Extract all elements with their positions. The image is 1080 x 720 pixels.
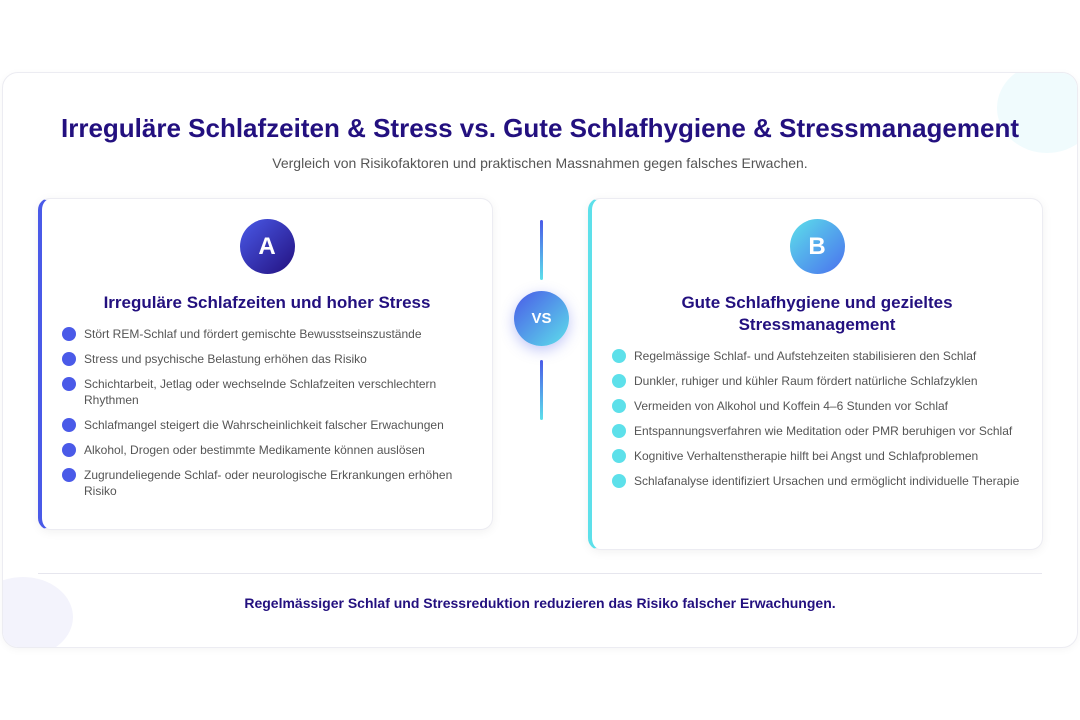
item-text: Stört REM-Schlaf und fördert gemischte B… [84,327,422,341]
bullet-icon [612,399,626,413]
list-item: Schlafmangel steigert die Wahrscheinlich… [62,417,472,433]
bullet-icon [62,352,76,366]
item-text: Alkohol, Drogen oder bestimmte Medikamen… [84,443,425,457]
item-text: Entspannungsverfahren wie Meditation ode… [634,424,1013,438]
list-item: Alkohol, Drogen oder bestimmte Medikamen… [62,442,472,458]
badge-a: A [239,219,295,274]
divider [38,573,1042,574]
list-item: Schichtarbeit, Jetlag oder wechselnde Sc… [62,376,472,408]
measures-list: Regelmässige Schlaf- und Aufstehzeiten s… [592,348,1042,489]
list-item: Zugrundeliegende Schlaf- oder neurologis… [62,467,472,499]
card-risk-factors: A Irreguläre Schlafzeiten und hoher Stre… [38,198,493,530]
bullet-icon [62,443,76,457]
list-item: Stört REM-Schlaf und fördert gemischte B… [62,326,472,342]
card-title: Gute Schlafhygiene und gezieltes Stressm… [681,293,953,334]
item-text: Kognitive Verhaltenstherapie hilft bei A… [634,449,979,463]
bullet-icon [612,424,626,438]
item-text: Regelmässige Schlaf- und Aufstehzeiten s… [634,349,977,363]
list-item: Regelmässige Schlaf- und Aufstehzeiten s… [612,348,1022,364]
item-text: Schichtarbeit, Jetlag oder wechselnde Sc… [84,377,437,407]
comparison-panel: Irreguläre Schlafzeiten & Stress vs. Gut… [2,72,1078,648]
bullet-icon [612,474,626,488]
list-item: Dunkler, ruhiger und kühler Raum fördert… [612,373,1022,389]
item-text: Stress und psychische Belastung erhöhen … [84,352,367,366]
list-item: Schlafanalyse identifiziert Ursachen und… [612,473,1022,489]
subtitle: Vergleich von Risikofaktoren und praktis… [272,155,808,171]
divider-line [540,360,543,420]
bullet-icon [612,374,626,388]
divider-line [540,220,543,280]
item-text: Schlafanalyse identifiziert Ursachen und… [634,474,1020,488]
bullet-icon [62,327,76,341]
card-measures: B Gute Schlafhygiene und gezieltes Stres… [588,198,1043,550]
item-text: Schlafmangel steigert die Wahrscheinlich… [84,418,444,432]
footer-conclusion: Regelmässiger Schlaf und Stressreduktion… [244,595,836,611]
item-text: Dunkler, ruhiger und kühler Raum fördert… [634,374,978,388]
badge-b: B [789,219,845,274]
decorative-circle [3,577,73,647]
bullet-icon [612,349,626,363]
risk-list: Stört REM-Schlaf und fördert gemischte B… [42,326,492,499]
vs-badge: VS [514,291,569,346]
item-text: Vermeiden von Alkohol und Koffein 4–6 St… [634,399,948,413]
bullet-icon [62,377,76,391]
list-item: Entspannungsverfahren wie Meditation ode… [612,423,1022,439]
bullet-icon [62,418,76,432]
bullet-icon [612,449,626,463]
list-item: Vermeiden von Alkohol und Koffein 4–6 St… [612,398,1022,414]
page-title: Irreguläre Schlafzeiten & Stress vs. Gut… [60,113,1019,143]
bullet-icon [62,468,76,482]
list-item: Kognitive Verhaltenstherapie hilft bei A… [612,448,1022,464]
list-item: Stress und psychische Belastung erhöhen … [62,351,472,367]
card-title: Irreguläre Schlafzeiten und hoher Stress [103,293,431,312]
item-text: Zugrundeliegende Schlaf- oder neurologis… [84,468,453,498]
